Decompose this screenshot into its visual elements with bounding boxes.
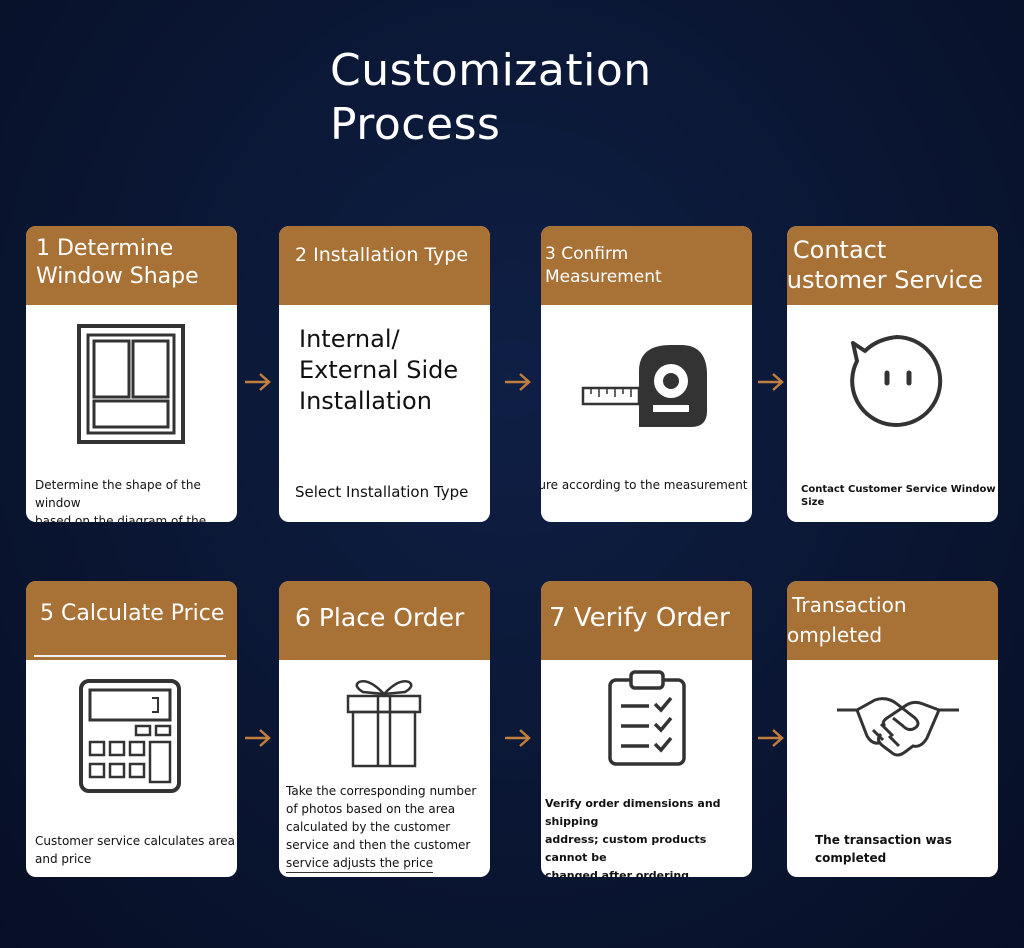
step-5-description: Customer service calculates area and pri…	[35, 834, 235, 866]
step-card-8-header: 8 Transaction Completed	[787, 581, 998, 660]
step-card-7-body: Verify order dimensions and shipping add…	[541, 660, 752, 877]
step-card-5: 5 Calculate Price Customer service calcu…	[26, 581, 237, 877]
step-card-2-header: 2 Installation Type	[279, 226, 490, 305]
page-title-line1: Customization	[330, 45, 652, 96]
chat-face-icon	[850, 335, 943, 427]
step-4-title-line2: Customer Service	[787, 266, 983, 294]
step-card-6-body: Take the corresponding number of photos …	[279, 660, 490, 877]
flow-arrow-icon	[245, 373, 271, 391]
page-title: Customization Process	[330, 44, 652, 152]
page-title-line2: Process	[330, 99, 501, 150]
step-card-4: 4 Contact Customer Service Contact Custo…	[787, 226, 998, 522]
step-2-body-text: Internal/ External Side Installation	[299, 325, 459, 415]
step-card-8: 8 Transaction Completed The transaction …	[787, 581, 998, 877]
step-3-title-line2: Measurement	[545, 267, 662, 287]
step-card-1-body: Determine the shape of the window based …	[26, 305, 237, 522]
step-4-title-line1: 4 Contact	[787, 236, 887, 264]
step-card-3: 3 Confirm Measurement Measure according …	[541, 226, 752, 522]
step-card-1: 1 Determine Window Shape Determine the s…	[26, 226, 237, 522]
step-8-title-line2: Completed	[787, 623, 883, 647]
step-card-3-body: Measure according to the measurement cha…	[541, 305, 752, 522]
step-6-description: Take the corresponding number of photos …	[286, 782, 476, 873]
step-card-5-header: 5 Calculate Price	[26, 581, 237, 660]
step-card-8-body: The transaction was completed	[787, 660, 998, 877]
calculator-icon	[79, 679, 181, 793]
step-1-title-line1: 1 Determine	[36, 236, 174, 261]
flow-arrow-icon	[758, 373, 784, 391]
step-3-title-line1: 3 Confirm	[545, 244, 629, 264]
step-5-title-line1: 5 Calculate Price	[40, 601, 225, 626]
step-card-6: 6 Place Order Take the corresponding num…	[279, 581, 490, 877]
step-card-6-header: 6 Place Order	[279, 581, 490, 660]
step-5-title-underline	[34, 655, 226, 657]
step-card-2-body: Internal/ External Side Installation Sel…	[279, 305, 490, 522]
flow-arrow-icon	[505, 729, 531, 747]
clipboard-checklist-icon	[608, 670, 686, 766]
step-7-description: Verify order dimensions and shipping add…	[545, 797, 721, 877]
window-icon	[77, 324, 185, 444]
step-card-7-header: 7 Verify Order	[541, 581, 752, 660]
step-1-description: Determine the shape of the window based …	[35, 478, 207, 522]
step-8-description: The transaction was completed	[815, 833, 952, 865]
step-card-4-header: 4 Contact Customer Service	[787, 226, 998, 305]
flow-arrow-icon	[758, 729, 784, 747]
step-card-3-header: 3 Confirm Measurement	[541, 226, 752, 305]
step-2-description: Select Installation Type	[295, 483, 469, 501]
step-card-4-body: Contact Customer Service Window Size	[787, 305, 998, 522]
flow-arrow-icon	[245, 729, 271, 747]
step-card-7: 7 Verify Order Verify order dimensions a…	[541, 581, 752, 877]
step-1-title-line2: Window Shape	[36, 264, 199, 289]
step-card-2: 2 Installation Type Internal/ External S…	[279, 226, 490, 522]
step-6-title-line1: 6 Place Order	[295, 603, 465, 632]
tape-measure-icon	[581, 345, 707, 427]
step-8-title-line1: 8 Transaction	[787, 593, 907, 617]
step-3-description: Measure according to the measurement cha…	[541, 478, 748, 492]
gift-box-icon	[346, 680, 422, 768]
step-card-5-body: Customer service calculates area and pri…	[26, 660, 237, 877]
step-card-1-header: 1 Determine Window Shape	[26, 226, 237, 305]
step-4-description: Contact Customer Service Window Size	[801, 484, 996, 508]
handshake-icon	[837, 697, 959, 757]
step-2-title-line1: 2 Installation Type	[295, 244, 469, 266]
flow-arrow-icon	[505, 373, 531, 391]
step-7-title-line1: 7 Verify Order	[549, 603, 730, 633]
